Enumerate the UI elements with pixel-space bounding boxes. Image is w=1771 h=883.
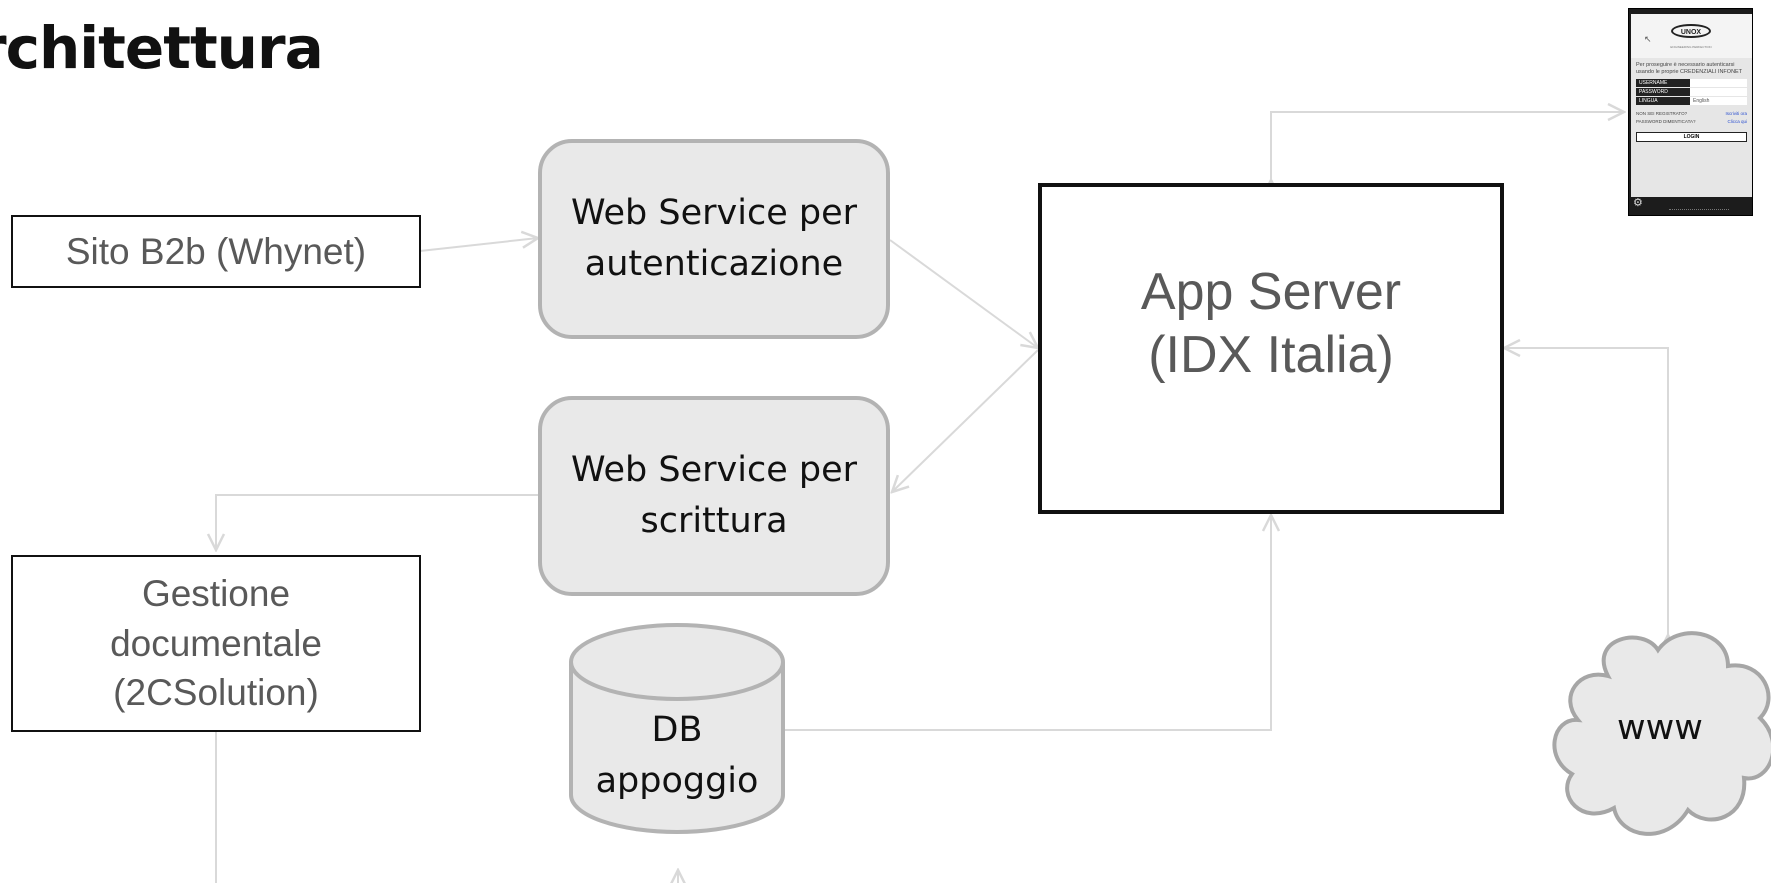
gear-icon[interactable]: ⚙ xyxy=(1633,197,1643,209)
status-bar-icons xyxy=(1669,209,1729,212)
username-label: USERNAME xyxy=(1636,79,1690,88)
node-db-label: DB appoggio xyxy=(595,710,759,801)
register-link[interactable]: Iscriviti ora xyxy=(1725,111,1747,117)
node-ws-auth-label: Web Service per autenticazione xyxy=(570,193,858,284)
brand-logo: UNOX xyxy=(1671,24,1711,38)
node-ws-write-label: Web Service per scrittura xyxy=(570,450,858,541)
login-fields: USERNAME PASSWORD LINGUA English xyxy=(1631,75,1752,106)
cursor-icon: ↖ xyxy=(1644,34,1652,44)
arrow-db-to-appserver xyxy=(784,515,1271,731)
forgot-password-link[interactable]: Clicca qui xyxy=(1727,119,1747,125)
node-gestione-doc: Gestione documentale (2CSolution) xyxy=(11,555,421,732)
arrow-appserver-to-write xyxy=(892,349,1039,492)
username-row: USERNAME xyxy=(1636,79,1747,88)
language-select[interactable]: English xyxy=(1690,97,1747,106)
register-row: NON SEI REGISTRATO? Iscriviti ora xyxy=(1631,105,1752,116)
node-www-label: www xyxy=(1617,708,1703,748)
login-intro: Per proseguire è necessario autenticarsi… xyxy=(1636,62,1743,75)
login-header: ↖ UNOX ENGINEERING PERFECTION xyxy=(1631,14,1752,58)
login-button[interactable]: LOGIN xyxy=(1636,132,1747,143)
node-ws-auth: Web Service per autenticazione xyxy=(538,139,890,339)
brand-tagline: ENGINEERING PERFECTION xyxy=(1670,45,1712,49)
node-ws-write: Web Service per scrittura xyxy=(538,396,890,596)
page-title: rchitettura xyxy=(0,14,324,82)
arrow-sito-to-auth xyxy=(419,238,538,252)
node-gestione-doc-label: Gestione documentale (2CSolution) xyxy=(110,572,322,714)
node-sito-b2b-label: Sito B2b (Whynet) xyxy=(65,230,367,272)
forgot-password-text: PASSWORD DIMENTICATA? xyxy=(1636,119,1696,125)
arrow-auth-to-appserver xyxy=(889,239,1038,348)
username-field[interactable] xyxy=(1690,79,1747,88)
password-field[interactable] xyxy=(1690,88,1747,97)
password-label: PASSWORD xyxy=(1636,88,1690,97)
node-www-cloud xyxy=(1552,631,1771,836)
node-db-cylinder xyxy=(569,623,785,834)
language-row: LINGUA English xyxy=(1636,97,1747,106)
arrow-write-to-gestione xyxy=(216,494,540,550)
arrow-appserver-to-phone xyxy=(1271,112,1624,180)
arrow-www-to-appserver xyxy=(1504,348,1668,635)
login-screen-thumbnail: ↖ UNOX ENGINEERING PERFECTION Per proseg… xyxy=(1628,8,1753,216)
forgot-row: PASSWORD DIMENTICATA? Clicca qui xyxy=(1631,116,1752,124)
login-screen: ↖ UNOX ENGINEERING PERFECTION Per proseg… xyxy=(1631,14,1752,197)
node-app-server-label: App Server (IDX Italia) xyxy=(1140,263,1402,384)
node-sito-b2b: Sito B2b (Whynet) xyxy=(11,215,421,288)
node-app-server: App Server (IDX Italia) xyxy=(1038,183,1504,514)
language-label: LINGUA xyxy=(1636,97,1690,106)
password-row: PASSWORD xyxy=(1636,88,1747,97)
not-registered-text: NON SEI REGISTRATO? xyxy=(1636,111,1688,117)
